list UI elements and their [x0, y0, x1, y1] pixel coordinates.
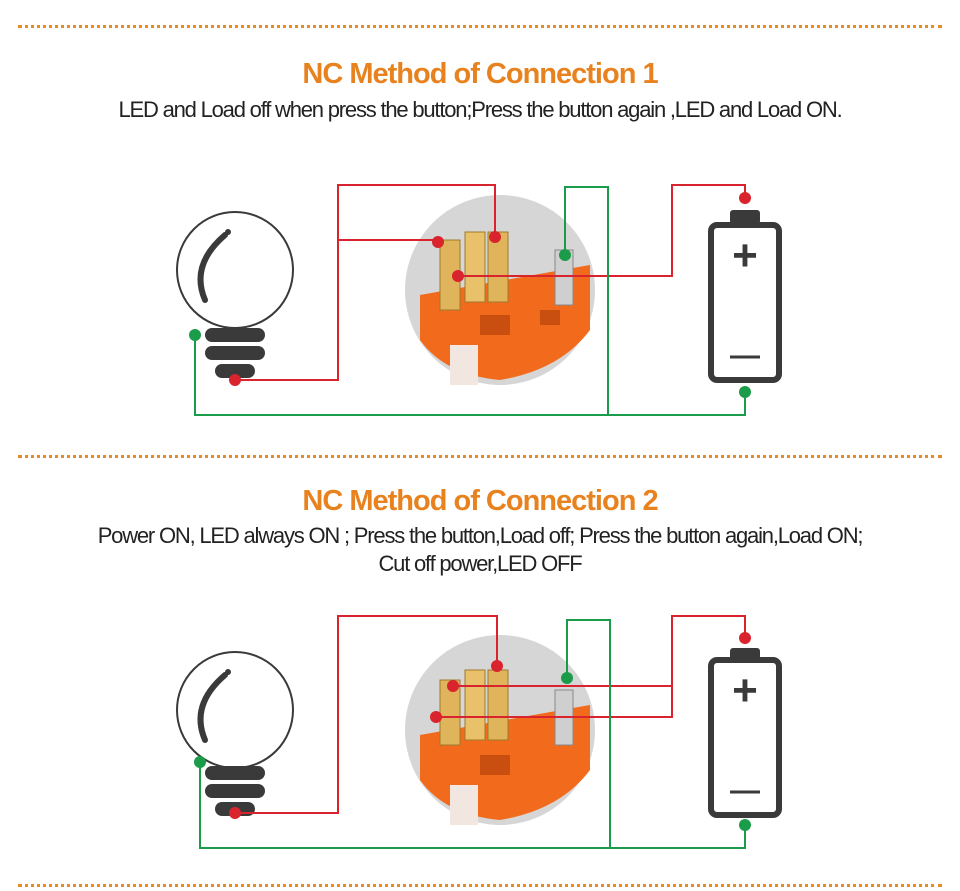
green-wires — [194, 186, 746, 416]
bulb-base — [205, 766, 265, 780]
connection-dot — [739, 632, 751, 644]
switch-slot — [540, 310, 560, 325]
connection-dot — [432, 236, 444, 248]
wiring-diagram-1: + — — [176, 184, 782, 416]
bottom-divider — [18, 884, 942, 887]
section-1-description: LED and Load off when press the button;P… — [0, 96, 960, 124]
terminal-2 — [464, 231, 486, 303]
bulb-base — [205, 346, 265, 360]
middle-divider — [18, 455, 942, 458]
battery-minus: — — [730, 774, 760, 807]
battery-minus: — — [730, 339, 760, 372]
green-wires — [199, 619, 746, 849]
connection-dot — [229, 374, 241, 386]
connection-dot — [491, 660, 503, 672]
battery-plus: + — [732, 666, 758, 715]
switch-stem — [450, 785, 478, 825]
connection-dot — [489, 231, 501, 243]
terminal-2 — [464, 669, 486, 741]
connection-dot — [561, 672, 573, 684]
connection-dot — [559, 249, 571, 261]
terminal-3 — [487, 669, 509, 741]
connection-dot — [229, 807, 241, 819]
red-wires — [235, 615, 746, 814]
bulb-reflection — [197, 232, 228, 303]
connection-dot — [739, 386, 751, 398]
switch-slot — [480, 755, 510, 775]
section-2-desc-line-1: Power ON, LED always ON ; Press the butt… — [97, 523, 864, 548]
switch-slot — [480, 315, 510, 335]
top-divider — [18, 25, 942, 28]
connection-dot — [739, 192, 751, 204]
section-2-title: NC Method of Connection 2 — [302, 485, 658, 517]
bulb-base — [215, 364, 255, 378]
bulb-base — [205, 328, 265, 342]
section-2-description: Power ON, LED always ON ; Press the butt… — [0, 522, 960, 578]
connection-dot — [194, 756, 206, 768]
section-1-desc-line: LED and Load off when press the button;P… — [118, 97, 842, 122]
bulb-reflection — [197, 672, 228, 743]
section-2-desc-line-2: Cut off power,LED OFF — [378, 551, 582, 576]
red-wires — [235, 184, 746, 381]
bulb-base — [205, 784, 265, 798]
connection-dot — [447, 680, 459, 692]
battery-body — [708, 222, 782, 383]
battery-plus: + — [732, 231, 758, 280]
wiring-diagram-2: + — — [176, 615, 782, 849]
terminal-3 — [487, 231, 509, 303]
battery-cap — [730, 210, 760, 224]
bulb-glass — [176, 651, 294, 769]
connection-dot — [739, 819, 751, 831]
switch-stem — [450, 345, 478, 385]
battery-body — [708, 657, 782, 818]
connection-dot — [452, 270, 464, 282]
terminal-1 — [439, 679, 461, 746]
section-1-title: NC Method of Connection 1 — [302, 58, 658, 90]
connection-dot — [189, 329, 201, 341]
bulb-glass — [176, 211, 294, 329]
connection-dot — [430, 711, 442, 723]
